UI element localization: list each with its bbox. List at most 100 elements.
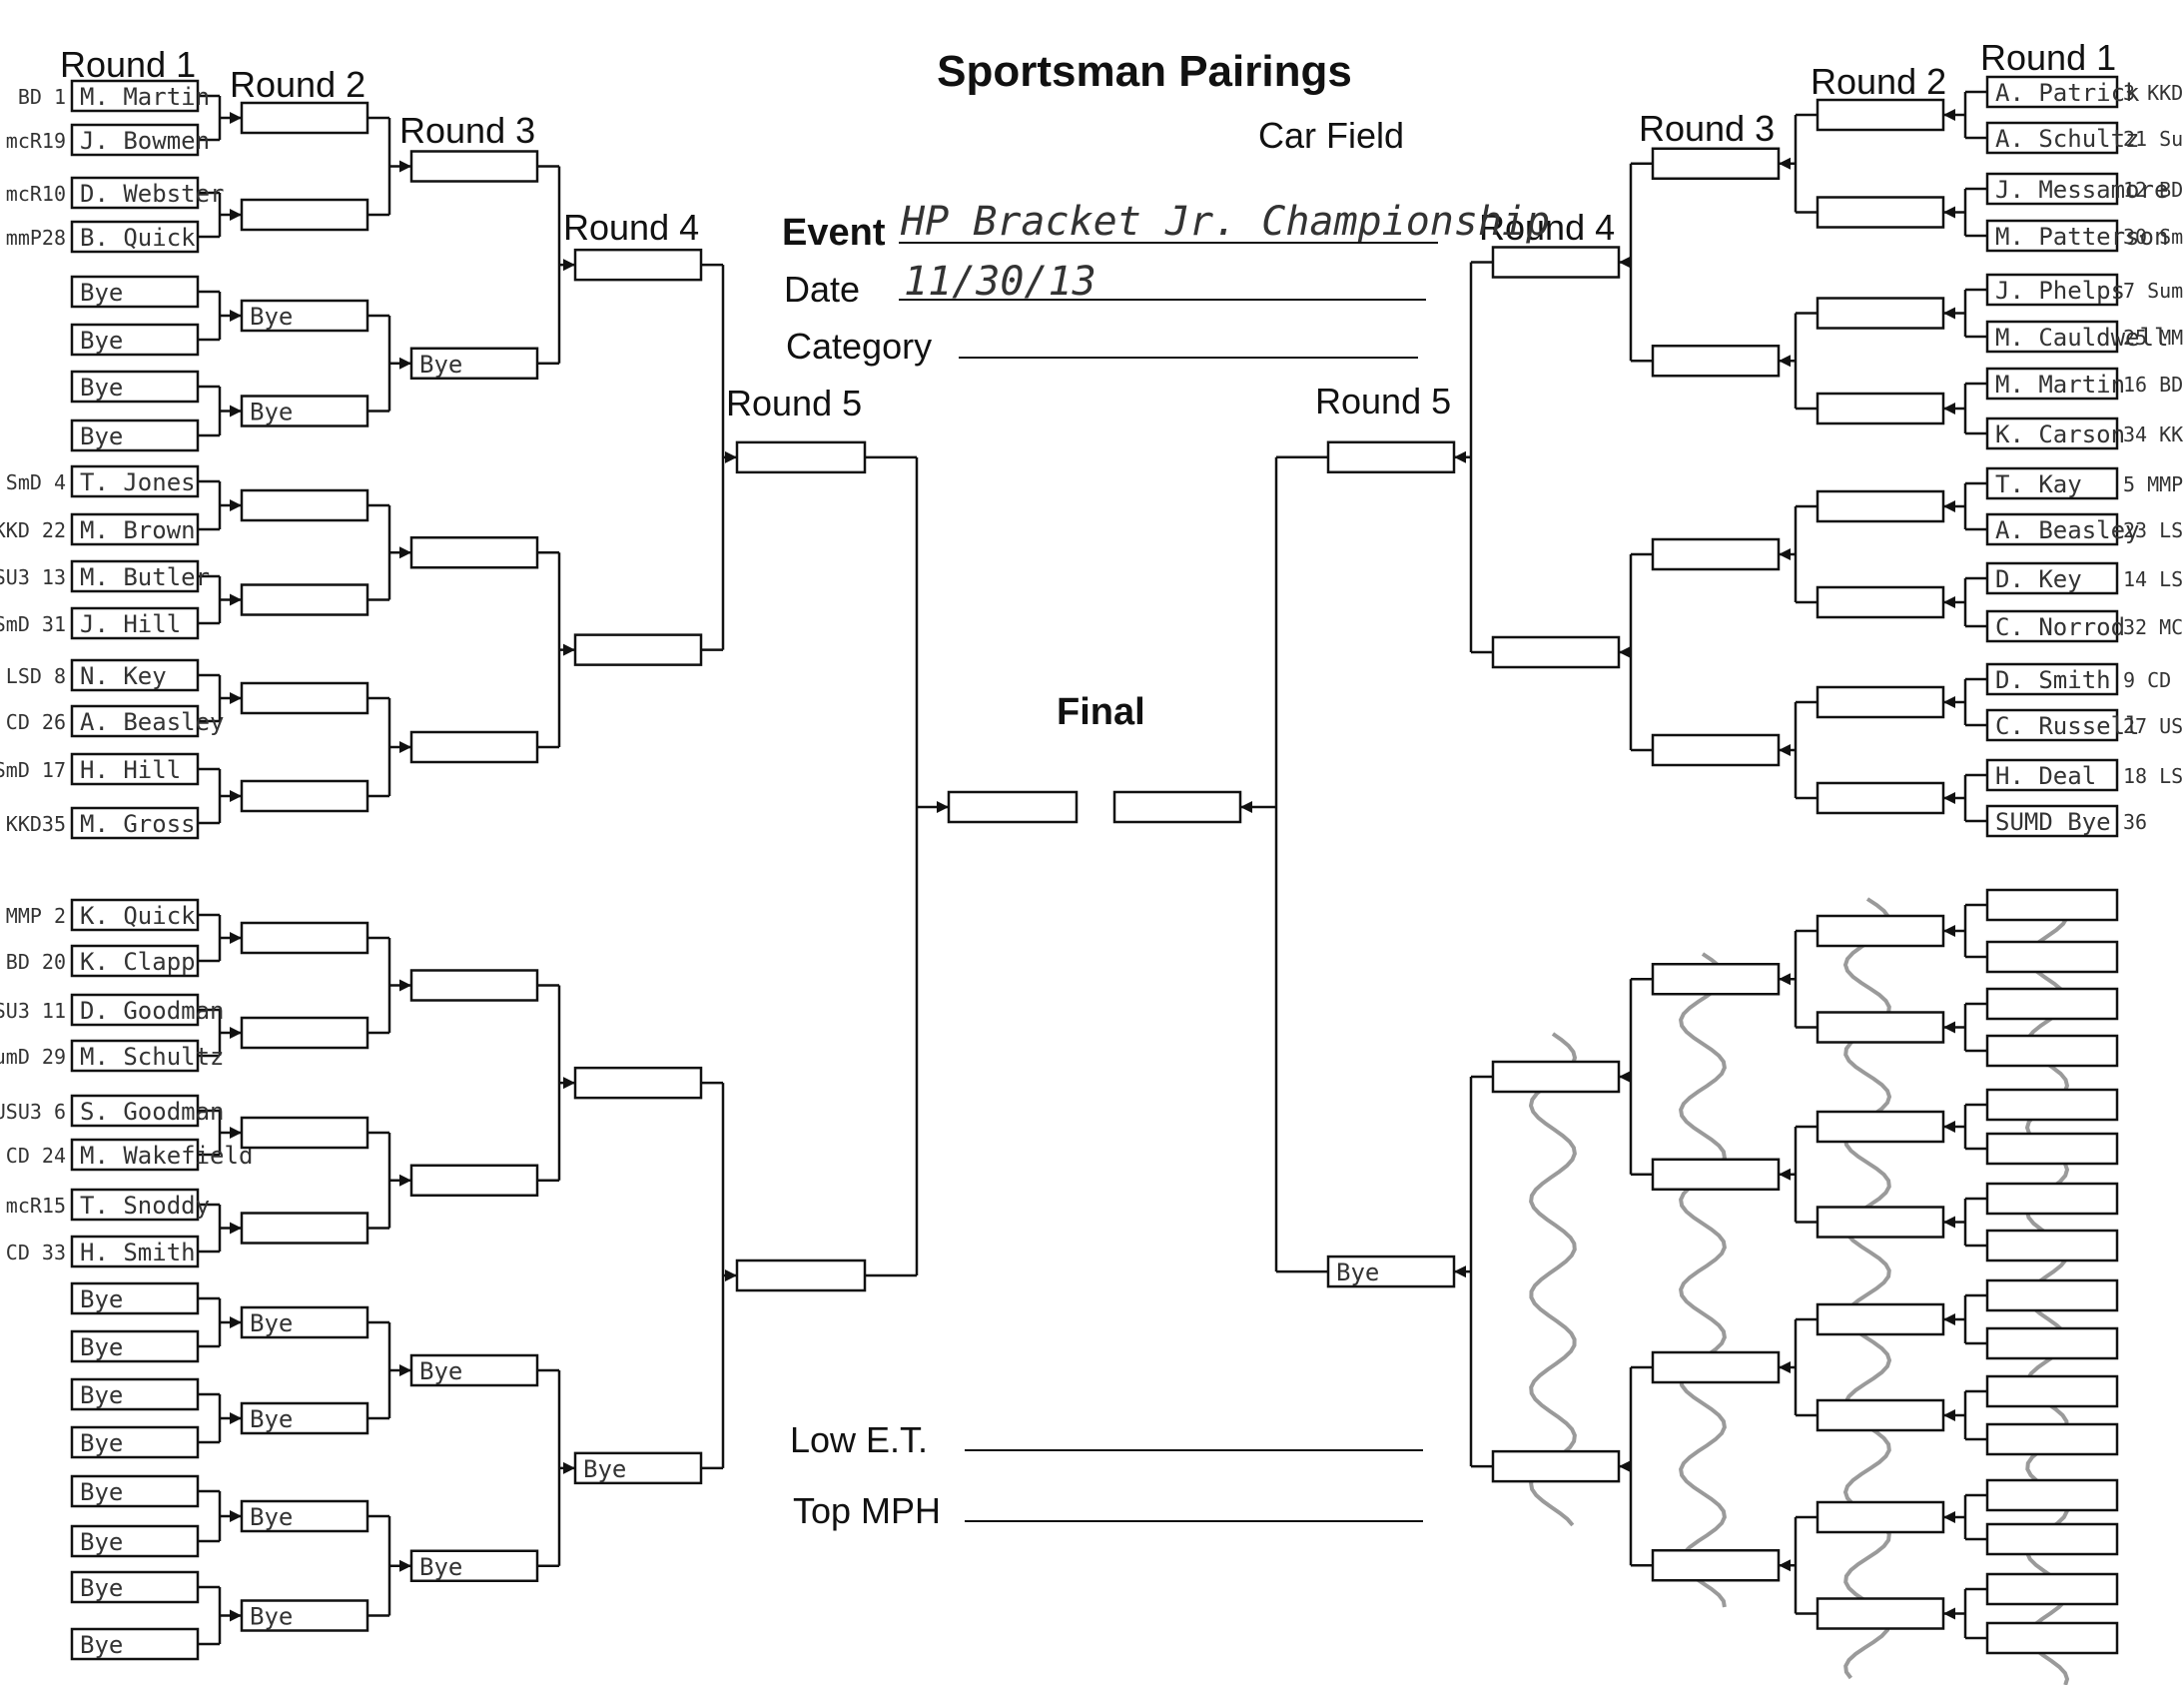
left-bottom-r1-slot[interactable]: [70, 1474, 200, 1508]
right-bottom-r2-slot[interactable]: [1816, 1110, 1945, 1144]
left-bottom-r4-slot[interactable]: [573, 1066, 703, 1100]
left-top-r1-slot[interactable]: [70, 275, 200, 309]
right-top-r3-slot[interactable]: [1651, 147, 1781, 180]
right-top-r1-slot[interactable]: [1985, 708, 2119, 742]
left-bottom-r1-slot[interactable]: [70, 1425, 200, 1459]
right-top-r2-slot[interactable]: [1816, 196, 1945, 229]
left-top-r2-slot[interactable]: [240, 583, 369, 616]
right-top-r1-slot[interactable]: [1985, 758, 2119, 792]
left-top-r1-slot[interactable]: [70, 123, 200, 157]
left-bottom-r3-slot[interactable]: [409, 1164, 539, 1197]
right-bottom-r1-slot[interactable]: [1985, 1034, 2119, 1068]
right-top-r5-slot[interactable]: [1326, 440, 1456, 473]
left-bottom-r2-slot[interactable]: [240, 1401, 369, 1435]
right-bottom-r1-slot[interactable]: [1985, 1621, 2119, 1655]
right-bottom-r3-slot[interactable]: [1651, 1158, 1781, 1191]
right-bottom-r1-slot[interactable]: [1985, 1422, 2119, 1456]
right-top-r2-slot[interactable]: [1816, 98, 1945, 132]
right-bottom-r2-slot[interactable]: [1816, 1206, 1945, 1239]
left-bottom-r1-slot[interactable]: [70, 1138, 200, 1172]
right-bottom-r2-slot[interactable]: [1816, 1011, 1945, 1044]
left-bottom-r2-slot[interactable]: [240, 921, 369, 955]
left-top-r5-slot[interactable]: [735, 440, 867, 474]
left-top-r1-slot[interactable]: [70, 323, 200, 357]
right-bottom-r1-slot[interactable]: [1985, 1374, 2119, 1408]
left-top-r1-slot[interactable]: [70, 806, 200, 840]
left-top-r1-slot[interactable]: [70, 704, 200, 738]
left-bottom-r2-slot[interactable]: [240, 1116, 369, 1150]
right-bottom-r2-slot[interactable]: [1816, 1597, 1945, 1630]
left-top-r1-slot[interactable]: [70, 658, 200, 692]
left-top-r1-slot[interactable]: [70, 370, 200, 404]
right-bottom-r1-slot[interactable]: [1985, 1278, 2119, 1312]
right-bottom-r3-slot[interactable]: [1651, 1350, 1781, 1384]
left-top-r4-slot[interactable]: [573, 633, 703, 666]
right-top-r1-slot[interactable]: [1985, 417, 2119, 450]
left-top-r1-slot[interactable]: [70, 79, 200, 113]
left-bottom-r1-slot[interactable]: [70, 1524, 200, 1558]
left-top-r2-slot[interactable]: [240, 198, 369, 232]
right-bottom-r1-slot[interactable]: [1985, 1478, 2119, 1512]
right-bottom-r4-slot[interactable]: [1491, 1060, 1621, 1094]
final-left-slot[interactable]: [947, 790, 1079, 824]
left-top-r1-slot[interactable]: [70, 559, 200, 593]
right-bottom-r1-slot[interactable]: [1985, 1572, 2119, 1606]
left-bottom-r1-slot[interactable]: [70, 1627, 200, 1661]
left-top-r3-slot[interactable]: [409, 150, 539, 183]
left-bottom-r2-slot[interactable]: [240, 1599, 369, 1632]
left-bottom-r1-slot[interactable]: [70, 1188, 200, 1222]
right-top-r1-slot[interactable]: [1985, 75, 2119, 109]
right-bottom-r3-slot[interactable]: [1651, 963, 1781, 996]
right-bottom-r1-slot[interactable]: [1985, 1182, 2119, 1216]
right-top-r2-slot[interactable]: [1816, 297, 1945, 330]
left-top-r3-slot[interactable]: [409, 536, 539, 569]
right-top-r4-slot[interactable]: [1491, 246, 1621, 279]
right-bottom-r1-slot[interactable]: [1985, 1132, 2119, 1166]
left-top-r1-slot[interactable]: [70, 512, 200, 546]
right-bottom-r2-slot[interactable]: [1816, 914, 1945, 948]
left-top-r1-slot[interactable]: [70, 464, 200, 498]
left-top-r1-slot[interactable]: [70, 606, 200, 640]
right-bottom-r4-slot[interactable]: [1491, 1449, 1621, 1483]
right-top-r2-slot[interactable]: [1816, 781, 1945, 815]
left-bottom-r2-slot[interactable]: [240, 1499, 369, 1533]
right-bottom-r2-slot[interactable]: [1816, 1302, 1945, 1336]
left-bottom-r1-slot[interactable]: [70, 1377, 200, 1411]
right-top-r1-slot[interactable]: [1985, 367, 2119, 401]
right-bottom-r2-slot[interactable]: [1816, 1500, 1945, 1534]
right-top-r4-slot[interactable]: [1491, 635, 1621, 669]
left-bottom-r1-slot[interactable]: [70, 1235, 200, 1268]
right-top-r1-slot[interactable]: [1985, 172, 2119, 206]
left-bottom-r1-slot[interactable]: [70, 1094, 200, 1128]
left-top-r3-slot[interactable]: [409, 730, 539, 764]
left-top-r2-slot[interactable]: [240, 395, 369, 427]
left-bottom-r1-slot[interactable]: [70, 944, 200, 978]
left-bottom-r2-slot[interactable]: [240, 1016, 369, 1050]
right-top-r1-slot[interactable]: [1985, 466, 2119, 500]
right-top-r1-slot[interactable]: [1985, 273, 2119, 307]
left-top-r3-slot[interactable]: [409, 347, 539, 380]
right-top-r3-slot[interactable]: [1651, 733, 1781, 767]
left-top-r1-slot[interactable]: [70, 176, 200, 210]
right-top-r3-slot[interactable]: [1651, 537, 1781, 571]
left-bottom-r3-slot[interactable]: [409, 1549, 539, 1582]
right-bottom-r1-slot[interactable]: [1985, 940, 2119, 974]
left-bottom-r3-slot[interactable]: [409, 1353, 539, 1387]
right-top-r1-slot[interactable]: [1985, 804, 2119, 838]
left-bottom-r1-slot[interactable]: [70, 898, 200, 932]
left-top-r1-slot[interactable]: [70, 752, 200, 786]
right-top-r2-slot[interactable]: [1816, 685, 1945, 719]
left-bottom-r5-slot[interactable]: [735, 1259, 867, 1292]
right-bottom-r1-slot[interactable]: [1985, 1229, 2119, 1263]
left-bottom-r1-slot[interactable]: [70, 993, 200, 1027]
left-top-r2-slot[interactable]: [240, 681, 369, 715]
right-top-r1-slot[interactable]: [1985, 561, 2119, 595]
left-bottom-r1-slot[interactable]: [70, 1281, 200, 1315]
left-top-r2-slot[interactable]: [240, 488, 369, 522]
right-top-r1-slot[interactable]: [1985, 320, 2119, 354]
right-bottom-r2-slot[interactable]: [1816, 1398, 1945, 1432]
right-top-r1-slot[interactable]: [1985, 219, 2119, 253]
right-top-r3-slot[interactable]: [1651, 345, 1781, 378]
left-bottom-r2-slot[interactable]: [240, 1305, 369, 1339]
left-bottom-r3-slot[interactable]: [409, 969, 539, 1002]
